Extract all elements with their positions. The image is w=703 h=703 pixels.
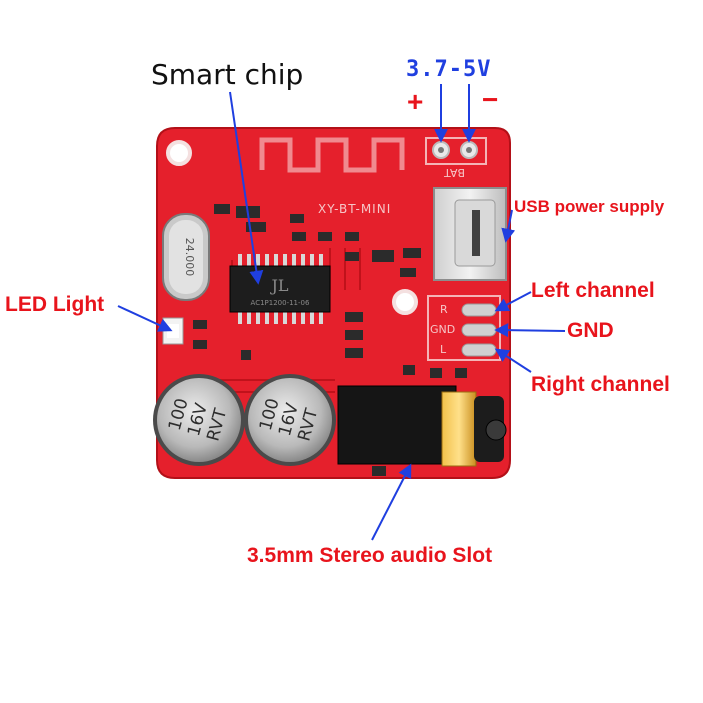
label-right-channel: Right channel <box>531 373 670 396</box>
audio-jack <box>337 385 507 467</box>
label-audio-slot: 3.5mm Stereo audio Slot <box>247 544 493 567</box>
capacitor-right: 100 16V RVT <box>244 374 336 466</box>
usb-connector <box>433 187 507 281</box>
label-smart-chip: Smart chip <box>151 58 304 91</box>
arrow-smart-chip <box>229 91 264 285</box>
arrow-audio-slot <box>371 463 412 541</box>
label-gnd: GND <box>567 319 614 342</box>
chip-logo: JL <box>269 276 288 295</box>
chip-marking: AC1P1200-11-06 <box>251 299 310 307</box>
battery-pads: BAT <box>425 137 487 179</box>
arrow-gnd <box>494 323 566 338</box>
crystal-oscillator: 24.000 <box>162 213 210 301</box>
pad-label-gnd: GND <box>430 323 455 336</box>
arrow-right-channel <box>494 348 532 373</box>
label-voltage: 3.7-5V <box>406 57 492 82</box>
label-left-channel: Left channel <box>531 279 655 302</box>
label-plus: + <box>407 86 424 117</box>
arrow-usb <box>501 209 516 243</box>
smart-chip: JL AC1P1200-11-06 <box>229 254 331 324</box>
capacitor-left: 100 16V RVT <box>153 374 245 466</box>
label-led-light: LED Light <box>5 293 105 316</box>
pad-label-l: L <box>440 343 447 356</box>
arrow-led <box>117 305 173 332</box>
label-usb-power-supply: USB power supply <box>514 197 665 216</box>
bat-marking: BAT <box>444 166 465 179</box>
arrow-left-channel <box>494 291 532 312</box>
annotation-arrows <box>117 84 566 541</box>
label-minus: − <box>482 84 499 115</box>
board-model-marking: XY-BT-MINI <box>318 202 391 216</box>
pad-label-r: R <box>440 303 448 316</box>
mounting-hole <box>166 140 192 166</box>
crystal-marking: 24.000 <box>183 238 196 277</box>
mounting-hole <box>392 289 418 315</box>
